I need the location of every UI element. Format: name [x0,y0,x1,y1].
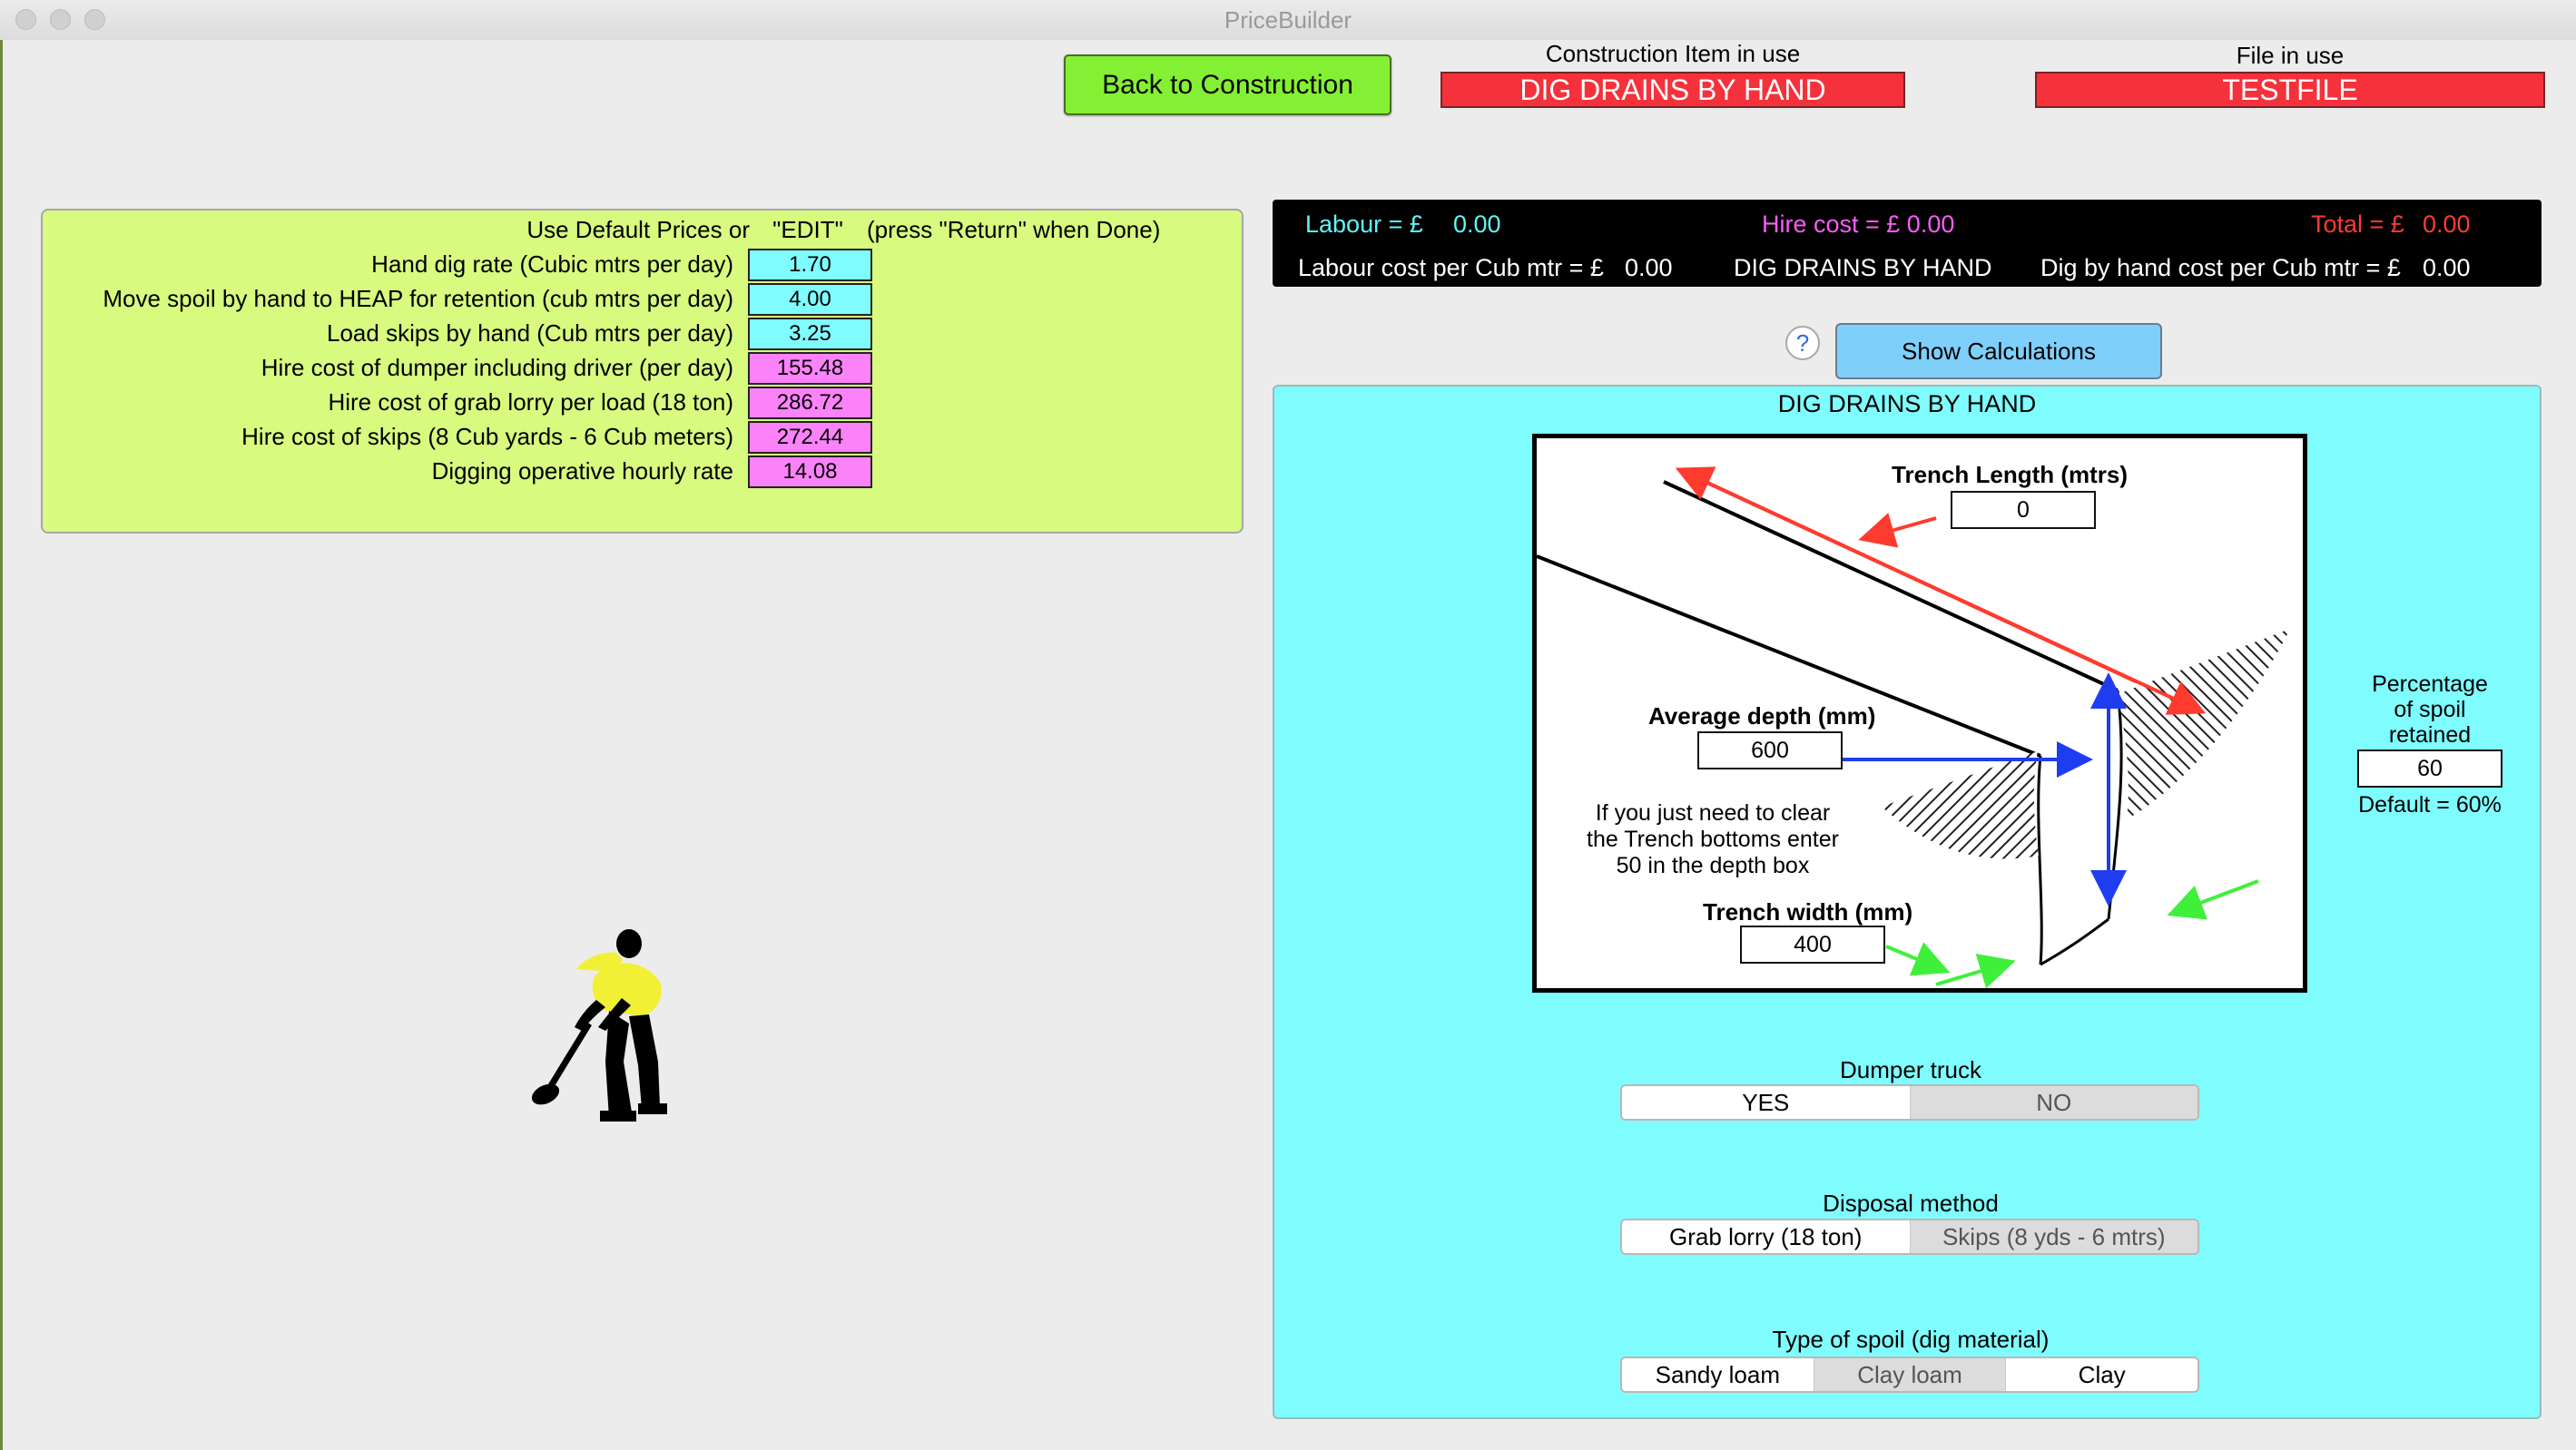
default-row-value[interactable]: 155.48 [748,352,872,385]
grand-total-label: Total = £ [2311,211,2404,238]
dig-cost-per-cubic-label: Dig by hand cost per Cub mtr = £ [2040,254,2401,281]
labour-total-value: 0.00 [1453,211,1501,238]
window-title: PriceBuilder [1224,6,1352,34]
construction-item-value: DIG DRAINS BY HAND [1440,72,1905,108]
default-row-value[interactable]: 1.70 [748,249,872,281]
disposal-method-label: Disposal method [1823,1190,1999,1217]
spoil-option[interactable]: Sandy loam [1655,1360,1780,1388]
panel-title: DIG DRAINS BY HAND [1777,390,2037,417]
default-row-label: Hire cost of skips (8 Cub yards - 6 Cub … [241,423,733,450]
percentage-retained-label: Percentage of spoil retained [2344,671,2516,748]
default-row-label: Hire cost of grab lorry per load (18 ton… [328,388,733,416]
spoil-option[interactable]: Clay [2005,1358,2197,1391]
zoom-window-icon[interactable] [84,9,105,30]
dumper-option[interactable]: NO [1909,1086,2197,1119]
default-prices-panel [41,209,1244,534]
disposal-option[interactable]: Grab lorry (18 ton) [1669,1222,1863,1250]
hire-cost-label: Hire cost = £ 0.00 [1762,211,1955,238]
defaults-edit-text: "EDIT" [772,216,843,243]
percentage-default-note: Default = 60% [2358,792,2502,818]
trench-length-input[interactable]: 0 [1951,491,2096,529]
percent-line-1: Percentage [2372,671,2488,697]
default-row-value[interactable]: 14.08 [748,456,872,488]
default-row-label: Digging operative hourly rate [431,457,733,485]
trench-length-label: Trench Length (mtrs) [1892,461,2129,488]
spoil-option[interactable]: Clay loam [1813,1358,2006,1391]
back-to-construction-button[interactable]: Back to Construction [1064,54,1391,115]
cost-summary-bar [1273,200,2542,287]
construction-item-label: Construction Item in use [1545,40,1801,67]
defaults-return-note: (press "Return" when Done) [867,216,1161,243]
help-icon[interactable]: ? [1785,326,1820,360]
labour-per-cubic-value: 0.00 [1625,254,1673,281]
trench-width-input[interactable]: 400 [1740,926,1885,964]
dig-cost-per-cubic-value: 0.00 [2423,254,2471,281]
disposal-method-selector: Grab lorry (18 ton) Skips (8 yds - 6 mtrs… [1620,1219,2199,1255]
labour-per-cubic-label: Labour cost per Cub mtr = £ [1298,254,1604,281]
close-window-icon[interactable] [15,9,36,30]
default-row-label: Load skips by hand (Cub mtrs per day) [327,319,733,347]
digging-worker-icon [531,929,667,1122]
default-row-value[interactable]: 4.00 [748,283,872,316]
trench-drawing [1537,466,2290,988]
default-row-value[interactable]: 286.72 [748,387,872,419]
trench-diagram [1532,434,2307,993]
default-row-value[interactable]: 272.44 [748,421,872,454]
show-calculations-button[interactable]: Show Calculations [1835,323,2162,379]
trench-bottom-note: If you just need to clear the Trench bot… [1563,800,1863,879]
defaults-header-text: Use Default Prices or [526,216,750,243]
disposal-option[interactable]: Skips (8 yds - 6 mtrs) [1909,1220,2197,1253]
file-in-use-value: TESTFILE [2035,72,2545,108]
summary-item-name: DIG DRAINS BY HAND [1734,254,1992,281]
note-line-3: 50 in the depth box [1616,853,1810,878]
percentage-retained-input[interactable]: 60 [2357,749,2502,788]
dumper-option[interactable]: YES [1742,1088,1790,1116]
average-depth-input[interactable]: 600 [1697,731,1843,769]
spoil-type-label: Type of spoil (dig material) [1772,1326,2050,1353]
default-row-value[interactable]: 3.25 [748,318,872,350]
grand-total-value: 0.00 [2423,211,2471,238]
note-line-2: the Trench bottoms enter [1587,827,1839,852]
average-depth-label: Average depth (mm) [1648,702,1876,730]
note-line-1: If you just need to clear [1595,800,1831,826]
percent-line-3: retained [2388,722,2472,748]
file-in-use-label: File in use [2236,42,2345,69]
minimize-window-icon[interactable] [50,9,71,30]
default-row-label: Hand dig rate (Cubic mtrs per day) [371,250,733,278]
default-row-label: Hire cost of dumper including driver (pe… [261,354,733,381]
percent-line-2: of spoil [2394,697,2466,722]
default-row-label: Move spoil by hand to HEAP for retention… [103,285,733,312]
dumper-truck-label: Dumper truck [1839,1056,1982,1083]
dumper-truck-selector: YES NO [1620,1084,2199,1121]
trench-width-label: Trench width (mm) [1703,898,1913,926]
labour-total-label: Labour = £ [1305,211,1423,238]
